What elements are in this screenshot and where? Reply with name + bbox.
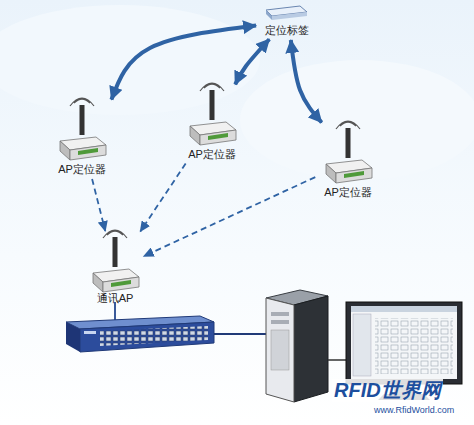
data-link-arrow bbox=[144, 177, 316, 256]
watermark: www.RfidWorld.com bbox=[372, 405, 456, 415]
access-point-node: 通讯AP bbox=[89, 234, 141, 305]
access-point-node: AP定位器 bbox=[318, 125, 378, 199]
node-label: AP定位器 bbox=[52, 162, 112, 176]
data-link-arrow bbox=[140, 163, 185, 231]
signal-arrow bbox=[291, 40, 322, 123]
access-point-node: AP定位器 bbox=[182, 87, 242, 161]
node-label: 定位标签 bbox=[259, 23, 315, 37]
node-label: 通讯AP bbox=[89, 291, 141, 305]
signal-arrow bbox=[111, 26, 256, 100]
node-label: AP定位器 bbox=[182, 147, 242, 161]
watermark: RFID世界网 bbox=[332, 379, 443, 402]
tag-node: 定位标签 bbox=[259, 1, 315, 37]
data-link-arrow bbox=[92, 179, 105, 231]
signal-arrow bbox=[235, 39, 269, 84]
access-point-node: AP定位器 bbox=[52, 102, 112, 176]
node-label: AP定位器 bbox=[318, 185, 378, 199]
